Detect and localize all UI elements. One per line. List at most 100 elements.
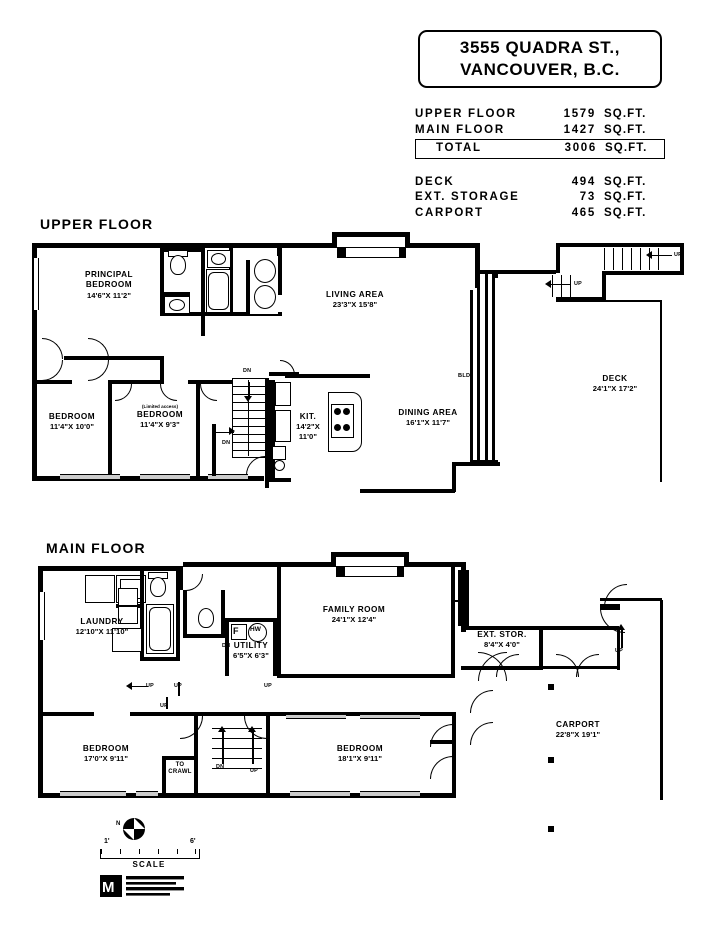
sink-icon bbox=[211, 253, 226, 265]
scale-start-label: 1' bbox=[104, 838, 110, 845]
room-label-carport: CARPORT 22'8"X 19'1" bbox=[532, 720, 624, 740]
svg-text:M: M bbox=[102, 879, 115, 896]
room-label-family-room: FAMILY ROOM 24'1"X 12'4" bbox=[288, 605, 420, 625]
wall bbox=[38, 712, 94, 716]
wall bbox=[176, 571, 180, 661]
room-dimensions: 11'4"X 9'3" bbox=[140, 419, 180, 429]
stair-direction-line bbox=[178, 682, 180, 696]
utility-label-dn: DN bbox=[222, 643, 231, 649]
door-icon bbox=[470, 722, 493, 745]
door-icon bbox=[186, 574, 203, 591]
stair-tread bbox=[212, 768, 262, 770]
room-label-utility: UTILITY 6'5"X 6'3" bbox=[213, 641, 289, 661]
room-dimensions: 24'1"X 12'4" bbox=[331, 615, 377, 625]
door-icon bbox=[604, 584, 627, 607]
room-label-bedroom-main-2: BEDROOM 18'1"X 9'11" bbox=[312, 744, 408, 764]
stat-value: 1427 bbox=[563, 123, 596, 136]
wall bbox=[277, 674, 455, 678]
counter-icon bbox=[275, 410, 291, 442]
wall bbox=[461, 626, 543, 630]
wall bbox=[160, 248, 164, 296]
wall bbox=[160, 292, 164, 316]
stair-rail bbox=[248, 380, 250, 456]
window bbox=[33, 258, 39, 310]
room-dimensions: 16'1"X 11'7" bbox=[405, 418, 451, 428]
wall bbox=[64, 356, 164, 360]
company-logo: M bbox=[100, 873, 186, 899]
stair-tread bbox=[604, 248, 606, 270]
room-dimensions: 14'2"X bbox=[296, 422, 320, 432]
wall bbox=[600, 604, 620, 610]
burner-icon bbox=[343, 424, 350, 431]
counter-icon bbox=[112, 628, 142, 652]
wall bbox=[277, 243, 282, 295]
stair-label-up-hall-4: UP bbox=[160, 703, 168, 709]
stair-tread bbox=[561, 275, 563, 297]
washer-icon bbox=[254, 259, 276, 283]
stat-unit: SQ.FT. bbox=[604, 175, 647, 188]
stair-direction-line bbox=[650, 255, 672, 257]
room-label-deck: DECK 24'1"X 17'2" bbox=[570, 374, 660, 394]
stat-label: UPPER FLOOR bbox=[415, 108, 517, 120]
stair-tread bbox=[570, 275, 572, 297]
stat-label: TOTAL bbox=[436, 142, 482, 154]
wall bbox=[602, 271, 606, 301]
burner-icon bbox=[334, 408, 341, 415]
room-dimensions-2: 11'0" bbox=[298, 431, 318, 441]
stat-row-carport: CARPORT 465 SQ.FT. bbox=[415, 206, 665, 222]
wall bbox=[556, 243, 560, 301]
stair-label-dn-main: DN bbox=[216, 764, 225, 770]
room-name-2: BEDROOM bbox=[85, 280, 133, 290]
wall bbox=[201, 306, 205, 336]
wall bbox=[455, 462, 500, 466]
stat-label: MAIN FLOOR bbox=[415, 123, 505, 136]
room-dimensions: 17'0"X 9'11" bbox=[83, 754, 129, 764]
wall bbox=[680, 243, 684, 275]
wall bbox=[430, 740, 456, 744]
up-arrow-icon bbox=[218, 726, 226, 732]
room-dimensions: 22'8"X 19'1" bbox=[555, 730, 601, 740]
furnace-label: F bbox=[233, 626, 239, 636]
compass-rose: N bbox=[116, 815, 148, 843]
sink-icon bbox=[169, 299, 185, 311]
wall bbox=[543, 626, 619, 630]
door-icon bbox=[576, 654, 599, 677]
wall bbox=[229, 248, 233, 314]
stair-tread bbox=[640, 248, 642, 270]
stat-row-upper-floor: UPPER FLOOR 1579 SQ.FT. bbox=[415, 107, 665, 123]
room-dimensions: 18'1"X 9'11" bbox=[337, 754, 383, 764]
wall bbox=[285, 374, 370, 378]
wall bbox=[331, 552, 409, 557]
room-name: BEDROOM bbox=[336, 744, 384, 753]
scale-caption: SCALE bbox=[132, 860, 166, 869]
deck-stair-label-up-2: UP bbox=[574, 281, 582, 287]
to-crawl-line2: CRAWL bbox=[168, 768, 192, 775]
stat-unit: SQ.FT. bbox=[604, 108, 647, 120]
post-icon bbox=[548, 826, 554, 832]
stat-value: 3006 bbox=[564, 142, 597, 154]
wall bbox=[466, 570, 469, 626]
wall bbox=[162, 756, 166, 798]
wall bbox=[221, 590, 225, 638]
left-arrow-icon bbox=[229, 427, 235, 435]
room-dimensions: 8'4"X 4'0" bbox=[484, 640, 520, 650]
wall bbox=[405, 232, 410, 248]
stat-unit: SQ.FT. bbox=[605, 142, 648, 154]
wall bbox=[246, 260, 250, 316]
wall bbox=[332, 232, 410, 237]
burner-icon bbox=[334, 424, 341, 431]
wall bbox=[160, 356, 164, 380]
wall bbox=[162, 756, 196, 760]
wall bbox=[160, 312, 205, 316]
stat-row-main-floor: MAIN FLOOR 1427 SQ.FT. bbox=[415, 123, 665, 139]
upper-floor-heading: UPPER FLOOR bbox=[40, 216, 154, 232]
hot-water-label: HW bbox=[250, 626, 261, 633]
stair-direction-line bbox=[222, 730, 224, 764]
room-name: DINING AREA bbox=[398, 408, 458, 417]
stat-label: DECK bbox=[415, 175, 455, 188]
room-label-bedroom-2: (Limited access) BEDROOM 11'4"X 9'3" bbox=[120, 404, 200, 429]
toilet-icon bbox=[198, 608, 214, 628]
hot-water-tank-icon bbox=[248, 623, 267, 642]
fireplace-hearth bbox=[344, 567, 398, 577]
